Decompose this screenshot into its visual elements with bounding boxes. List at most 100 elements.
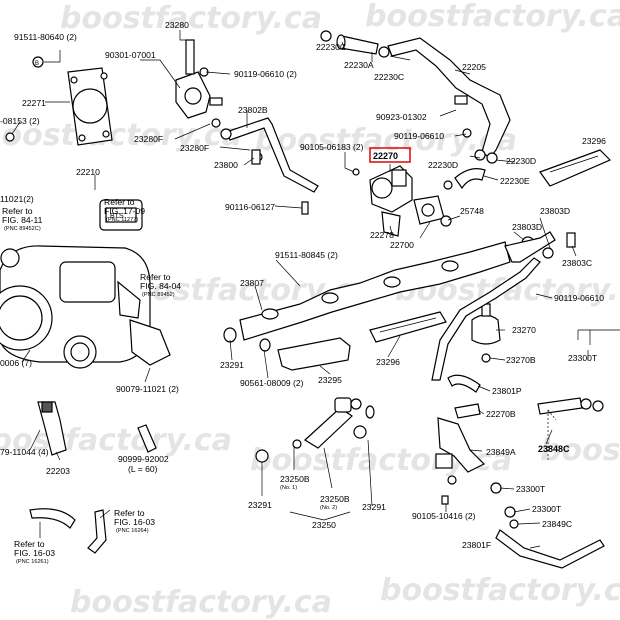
cover-23296 [539, 149, 612, 187]
reference-notes: Refer to FIG. 17-09 (PNC 11277) Refer to… [2, 197, 337, 565]
clip-22230D [474, 149, 486, 161]
part-label: 23280F [180, 143, 209, 153]
bolt-23803C [566, 232, 576, 248]
part-label: 23295 [318, 375, 342, 385]
part-label: 23801P [492, 386, 522, 396]
highlight-box [369, 147, 411, 163]
bracket-23849A [435, 417, 486, 473]
watermark: boostfactory.ca [540, 433, 620, 468]
part-label: 23270B [506, 355, 536, 365]
sub-note: (No. 1) [280, 485, 297, 491]
valve-23280 [175, 39, 223, 119]
part-label: -08153 (2) [0, 116, 40, 126]
part-label: 22230D [428, 160, 458, 170]
part-label: 22271 [22, 98, 46, 108]
clip [211, 118, 221, 128]
pipe-23848C [537, 397, 604, 415]
part-label: 90105-10416 (2) [412, 511, 476, 521]
hose-22230E [454, 168, 486, 190]
bracket-lines [577, 329, 620, 345]
part-label: 23300T [532, 504, 562, 514]
bolt-91511-80640: B [32, 56, 44, 68]
bolt [352, 168, 360, 176]
part-labels: 91511-80640 (2) 23280 90301-07001 22271 … [0, 20, 606, 550]
svg-text:FIG. 16-03: FIG. 16-03 [114, 517, 155, 527]
return-pipe [431, 257, 541, 381]
svg-text:Refer to: Refer to [14, 539, 45, 549]
injector-23250 [304, 397, 362, 449]
part-label: 23291 [248, 500, 272, 510]
part-label: 22230A [344, 60, 374, 70]
part-label: 23849A [486, 447, 516, 457]
refer-fig-16-03-a: Refer to FIG. 16-03 (PNC 16264) [114, 508, 155, 534]
part-label: 23291 [362, 502, 386, 512]
part-label: 22205 [462, 62, 486, 72]
part-drawings: B BTS [0, 30, 620, 569]
part-label: 23250B [280, 474, 310, 484]
svg-text:FIG. 16-03: FIG. 16-03 [14, 548, 55, 558]
part-label: 23250B [320, 494, 350, 504]
bolt-90105-10416 [441, 495, 449, 505]
svg-text:Refer to: Refer to [140, 272, 171, 282]
part-label: 90119-06610 (2) [234, 69, 297, 79]
gasket-22700 [413, 195, 445, 225]
cover-23296 [369, 311, 447, 343]
bolt [447, 475, 457, 485]
clamp [454, 95, 468, 105]
clip-23300T [490, 482, 502, 494]
hose-23801P [447, 374, 481, 393]
refer-fig-17-09: Refer to FIG. 17-09 (PNC 11277) [104, 197, 145, 223]
o-ring [365, 405, 375, 419]
gasket-22271 [67, 67, 113, 146]
dashed-line [547, 409, 557, 462]
svg-text:Refer to: Refer to [104, 197, 135, 207]
part-label: 22278 [370, 230, 394, 240]
refer-fig-84-11: Refer to FIG. 84-11 (PNC 89452C) [2, 206, 43, 232]
part-label: 23250 [312, 520, 336, 530]
throttle-body-22210: BTS [0, 199, 171, 369]
clip [443, 180, 453, 190]
hose-22270B [454, 403, 481, 419]
part-label: 23296 [582, 136, 606, 146]
part-label: 23848C [538, 444, 570, 454]
svg-text:Refer to: Refer to [2, 206, 33, 216]
part-label: 23849C [542, 519, 572, 529]
refer-fig-84-04: Refer to FIG. 84-04 (PNC 89452) [140, 272, 181, 298]
regulator-23270 [471, 303, 501, 345]
part-label: 22230C [316, 42, 346, 52]
washer-25748 [440, 215, 452, 227]
svg-text:(PNC 89452): (PNC 89452) [142, 292, 175, 298]
part-label: 90079-11021 (2) [116, 384, 179, 394]
clip [486, 152, 498, 164]
part-label: 23802B [238, 105, 268, 115]
clip-23300T [504, 506, 516, 518]
watermark: boostfactory.ca [60, 1, 322, 36]
washer [5, 132, 15, 142]
part-label: 22270B [486, 409, 516, 419]
leader-lines [11, 30, 589, 549]
clip-23849C [509, 519, 519, 529]
part-label: 22700 [390, 240, 414, 250]
refer-fig-16-03-b: Refer to FIG. 16-03 (PNC 16261) [14, 539, 55, 565]
watermark: boostfactory.ca [380, 573, 620, 608]
part-label: 90923-01302 [376, 112, 427, 122]
hose-16261 [87, 509, 107, 554]
svg-text:Refer to: Refer to [114, 508, 145, 518]
part-label: 23300T [516, 484, 546, 494]
watermark: boostfactory.ca [365, 0, 620, 34]
part-label: 23291 [220, 360, 244, 370]
o-ring [353, 425, 367, 439]
watermark: boostfactory.ca [255, 123, 517, 158]
cap-23803D [542, 247, 554, 259]
part-label: 11021(2) [0, 194, 34, 204]
part-label: 22203 [46, 466, 70, 476]
hose-22230A [336, 34, 379, 55]
grommet [255, 449, 269, 463]
svg-text:(PNC 89452C): (PNC 89452C) [4, 226, 41, 232]
pipe-23801F [495, 529, 605, 569]
svg-text:FIG. 84-11: FIG. 84-11 [2, 215, 43, 225]
part-label: 22230D [506, 156, 536, 166]
part-label: 91511-80845 (2) [275, 250, 338, 260]
part-label-highlighted: 22270 [373, 151, 398, 161]
